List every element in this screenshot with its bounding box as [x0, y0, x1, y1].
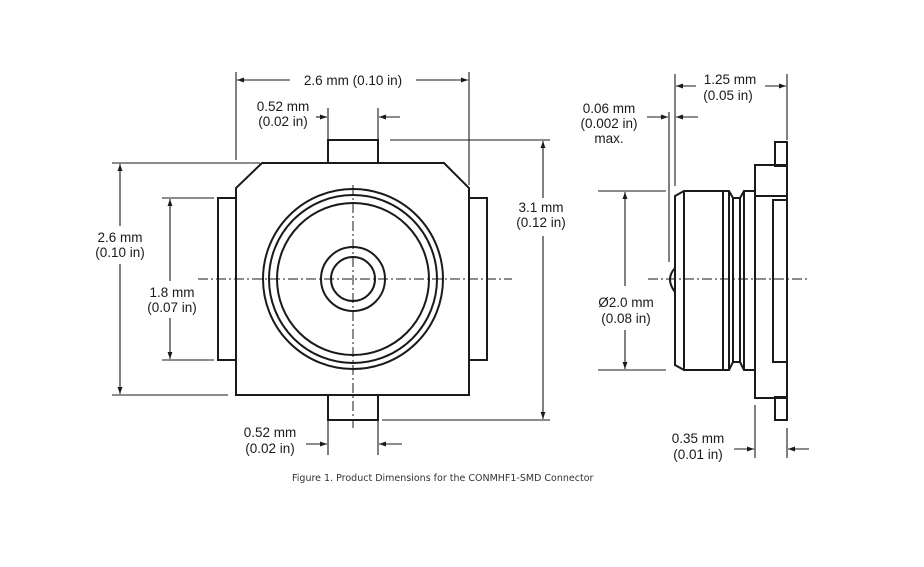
dimension-protrusion: 0.06 mm (0.002 in) max.: [580, 101, 698, 262]
dim-label-in: (0.01 in): [673, 447, 723, 462]
dim-label-in: (0.05 in): [703, 88, 753, 103]
dim-label-in: (0.10 in): [349, 73, 402, 88]
dim-label: 2.6 mm (0.10 in): [304, 73, 402, 88]
dim-label-mm: 0.35 mm: [672, 431, 725, 446]
figure-caption: Figure 1. Product Dimensions for the CON…: [292, 473, 594, 484]
dim-label-in: (0.12 in): [516, 215, 566, 230]
dimension-bottom-tab-width: 0.52 mm (0.02 in): [244, 421, 402, 456]
dimension-base-thickness: 0.35 mm (0.01 in): [672, 405, 809, 462]
flange-top: [774, 141, 788, 167]
dim-label-in: (0.07 in): [147, 300, 197, 315]
dim-label-mm: 1.8 mm: [149, 285, 194, 300]
dim-label-mm: 0.52 mm: [244, 425, 297, 440]
dimension-overall-width: 2.6 mm (0.10 in): [235, 72, 470, 185]
dim-label-in: (0.002 in): [580, 116, 637, 131]
dim-label-mm: Ø2.0 mm: [598, 295, 654, 310]
dimension-side-tab-height: 1.8 mm (0.07 in): [147, 197, 214, 361]
front-view: 2.6 mm (0.10 in) 0.52 mm (0.02 in) 3.1 m…: [95, 72, 566, 456]
dimension-top-tab-width: 0.52 mm (0.02 in): [257, 99, 400, 139]
front-cylinder: [722, 190, 755, 371]
dim-label-mm: 1.25 mm: [704, 72, 757, 87]
dim-label-mm: 3.1 mm: [518, 200, 563, 215]
body-outline: [235, 162, 470, 396]
top-tab: [327, 139, 379, 164]
dim-label-in: (0.08 in): [601, 311, 651, 326]
dim-label-mm: 0.06 mm: [583, 101, 636, 116]
dimension-body-height: 2.6 mm (0.10 in): [95, 162, 260, 396]
dim-label-in: (0.02 in): [245, 441, 295, 456]
dim-note: max.: [594, 131, 623, 146]
side-view: 1.25 mm (0.05 in) 0.06 mm (0.002 in) max…: [580, 72, 809, 462]
dimension-overall-height: 3.1 mm (0.12 in): [382, 139, 566, 421]
dim-label-mm: 2.6 mm: [97, 230, 142, 245]
dim-label-in: (0.02 in): [258, 114, 308, 129]
dimension-overall-depth: 1.25 mm (0.05 in): [674, 72, 788, 186]
dim-label-mm: 0.52 mm: [257, 99, 310, 114]
dimension-diameter: Ø2.0 mm (0.08 in): [598, 190, 666, 371]
flange-bottom: [774, 396, 788, 421]
dim-label-in: (0.10 in): [95, 245, 145, 260]
base-inner: [772, 199, 788, 363]
